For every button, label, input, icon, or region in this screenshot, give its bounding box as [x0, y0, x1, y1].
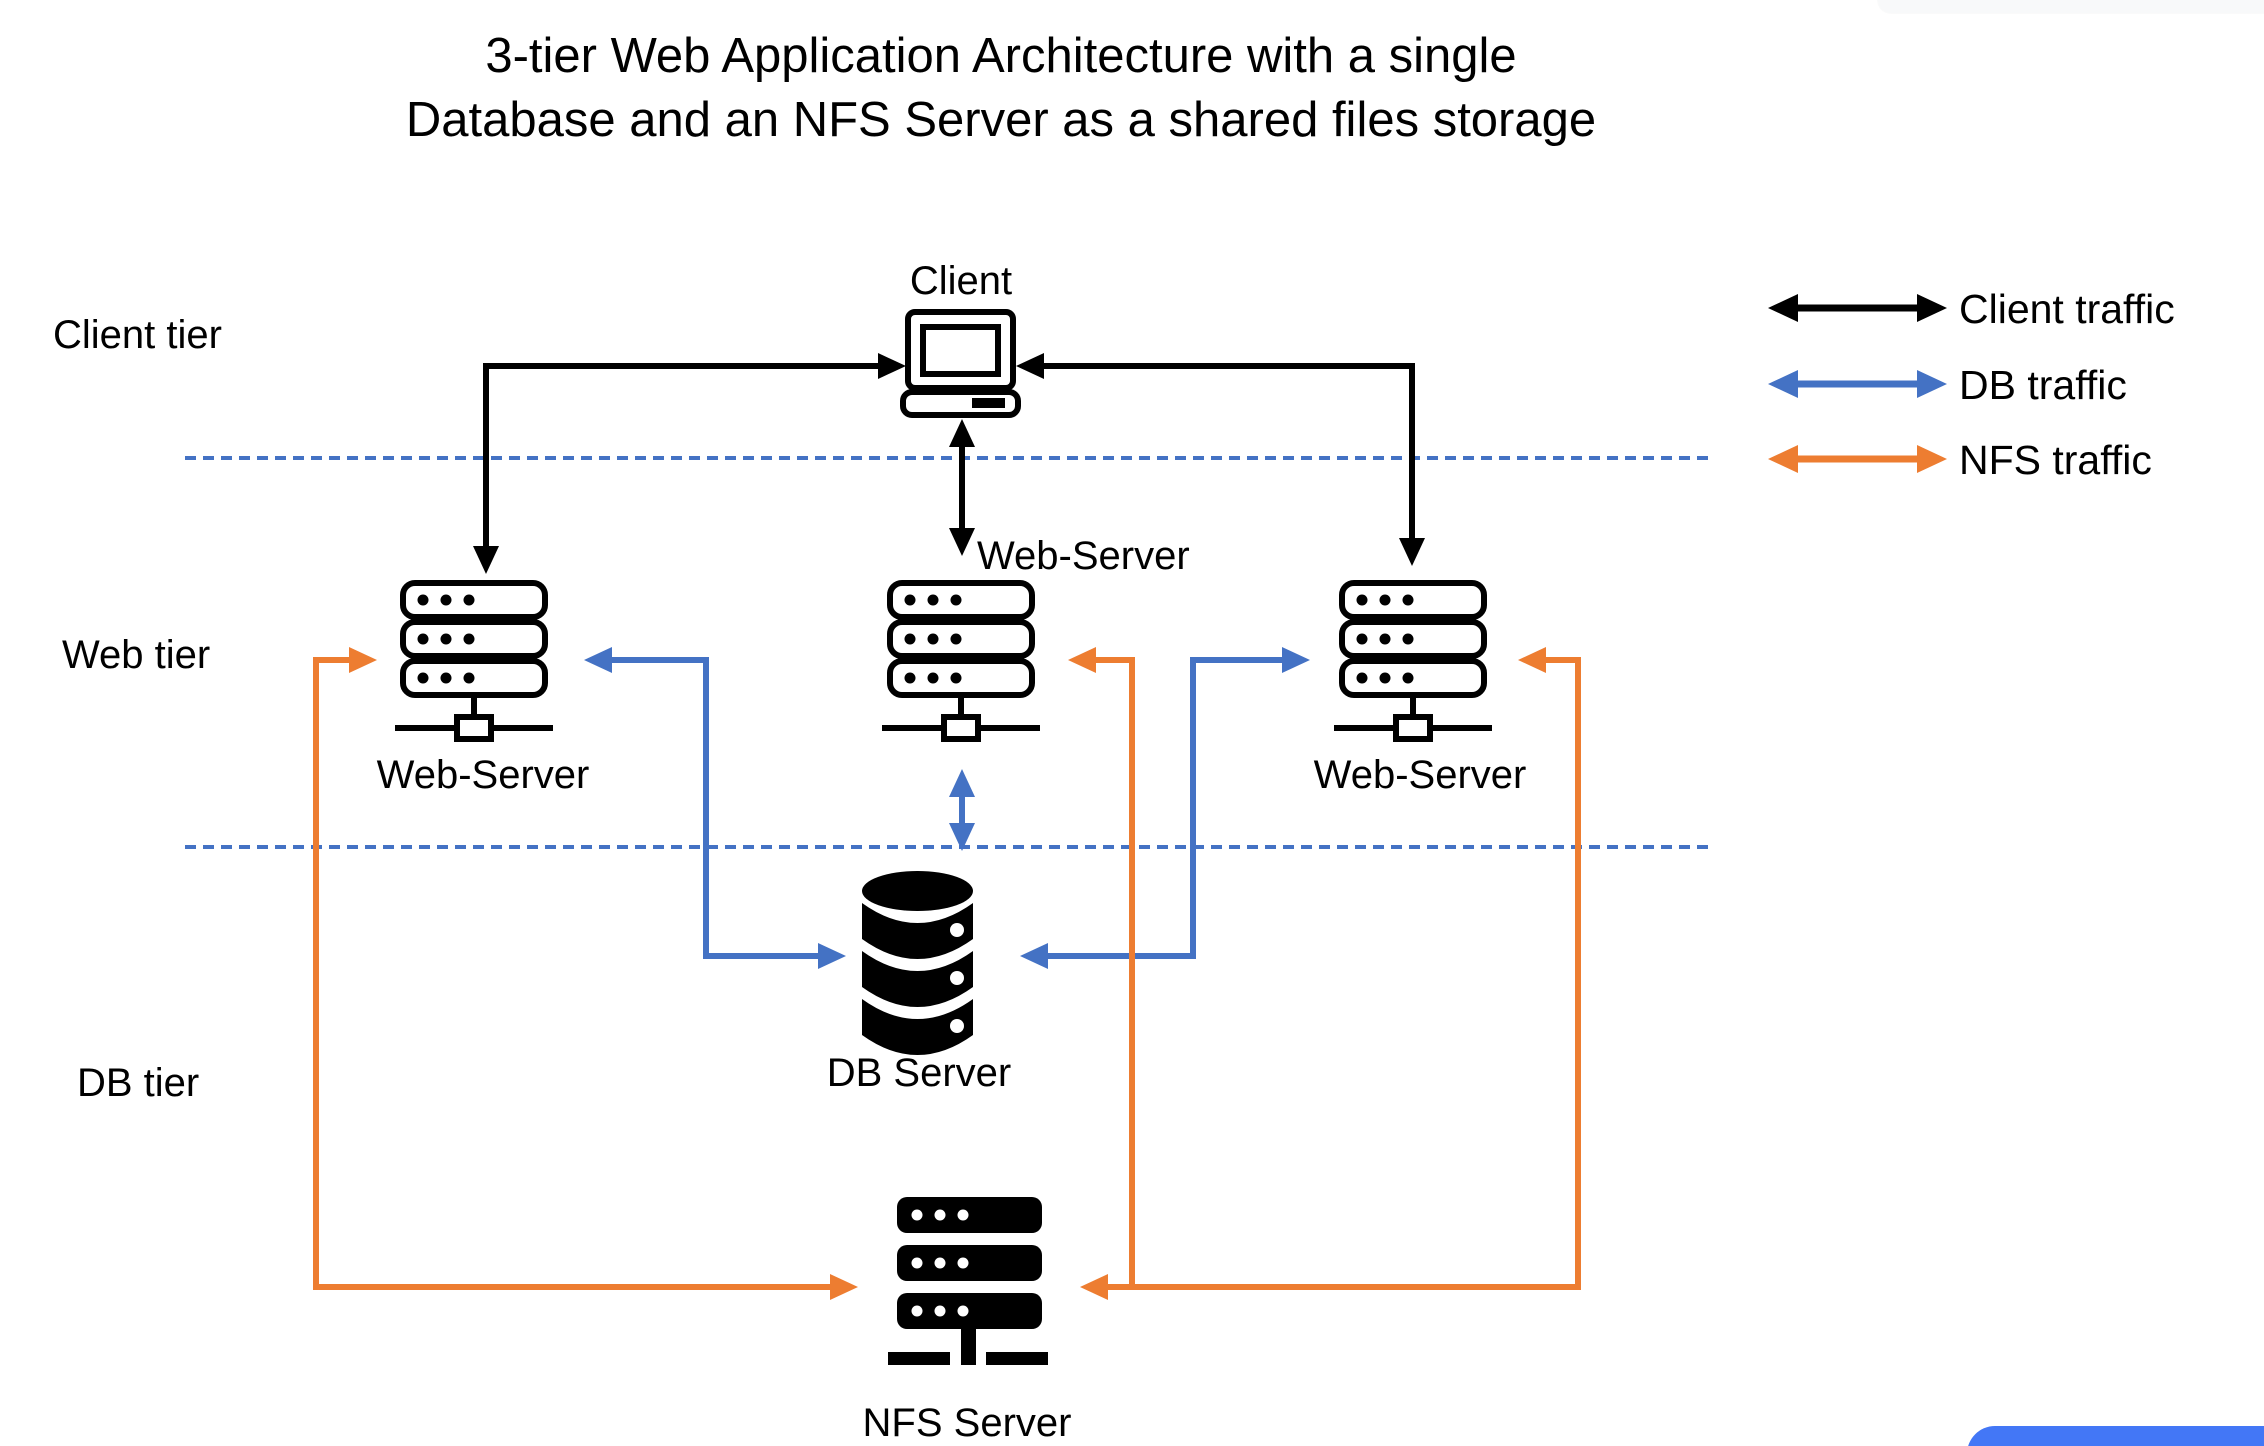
connector-left-webserver-to-db: [584, 647, 846, 969]
db-server-icon: [862, 871, 973, 1055]
title-line-1: 3-tier Web Application Architecture with…: [485, 29, 1517, 83]
web-server-right-icon: [1334, 583, 1492, 739]
bottom-right-action-button[interactable]: [1967, 1426, 2264, 1446]
connector-middle-webserver-to-nfs: [1068, 647, 1135, 1287]
tier-label-web: Web tier: [62, 633, 211, 677]
legend-arrow-nfs-traffic: [1768, 445, 1947, 473]
web-server-top-label: Web-Server: [977, 534, 1190, 578]
legend-label-db-traffic: DB traffic: [1959, 362, 2127, 408]
legend-arrow-client-traffic: [1768, 294, 1947, 322]
connector-right-webserver-to-nfs: [1080, 647, 1581, 1300]
connector-client-to-right-webserver: [1016, 353, 1425, 566]
diagram-title: 3-tier Web Application Architecture with…: [406, 24, 1596, 152]
connector-left-webserver-to-nfs: [313, 647, 858, 1300]
top-right-panel-fragment: [1878, 0, 2264, 13]
legend-label-client-traffic: Client traffic: [1959, 286, 2175, 332]
tier-label-db: DB tier: [77, 1061, 200, 1105]
nfs-server-icon: [888, 1197, 1048, 1365]
db-server-label: DB Server: [826, 1051, 1012, 1095]
connector-right-webserver-to-db: [1020, 647, 1310, 969]
client-computer-icon: [900, 309, 1021, 418]
web-server-left-label: Web-Server: [376, 753, 590, 797]
client-web-tier-divider: [185, 456, 1711, 460]
legend-arrow-db-traffic: [1768, 370, 1947, 398]
client-node-label: Client: [909, 259, 1013, 303]
nfs-server-label: NFS Server: [862, 1401, 1072, 1445]
web-db-tier-divider: [185, 845, 1711, 849]
web-server-middle-icon: [882, 583, 1040, 739]
legend-label-nfs-traffic: NFS traffic: [1959, 437, 2152, 483]
connector-client-to-left-webserver: [473, 353, 906, 574]
web-server-left-icon: [395, 583, 553, 739]
connector-client-to-middle-webserver: [949, 419, 975, 556]
web-server-right-label: Web-Server: [1313, 753, 1527, 797]
tier-label-client: Client tier: [53, 313, 222, 357]
connector-middle-webserver-to-db: [949, 769, 975, 851]
title-line-2: Database and an NFS Server as a shared f…: [405, 93, 1597, 147]
